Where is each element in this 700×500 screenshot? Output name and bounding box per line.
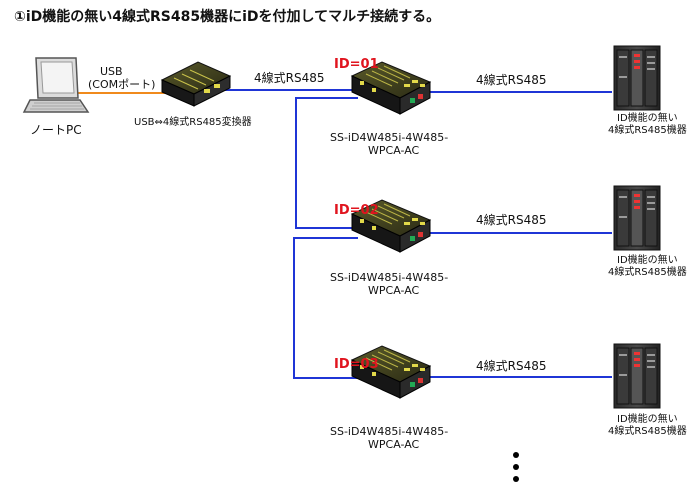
continuation-dot — [513, 452, 519, 458]
continuation-dot — [513, 476, 519, 482]
node-model-line2: WPCA-AC — [368, 284, 420, 297]
pc-label: ノートPC — [30, 123, 82, 137]
bus-segment-1-2 — [295, 97, 358, 229]
node-id-label: ID=03 — [334, 357, 379, 372]
node-model-line2: WPCA-AC — [368, 438, 420, 451]
node-model-line1: SS-iD4W485i-4W485- — [330, 131, 449, 144]
equipment-rack-3-icon — [613, 343, 661, 409]
device-label-line1: ID機能の無い — [617, 255, 678, 266]
equipment-rack-1-icon — [613, 45, 661, 111]
bus-segment-2-3 — [293, 237, 358, 379]
usb-converter-icon — [160, 61, 232, 107]
node-link-label: 4線式RS485 — [476, 359, 547, 373]
node-model-line1: SS-iD4W485i-4W485- — [330, 271, 449, 284]
device-label-line2: 4線式RS485機器 — [608, 125, 687, 136]
converter-label: USB⇔4線式RS485変換器 — [134, 117, 252, 128]
device-label-line1: ID機能の無い — [617, 113, 678, 124]
node-model-line2: WPCA-AC — [368, 144, 420, 157]
device-label-line1: ID機能の無い — [617, 414, 678, 425]
node-link-label: 4線式RS485 — [476, 213, 547, 227]
laptop-icon — [22, 57, 90, 113]
node-link-label: 4線式RS485 — [476, 73, 547, 87]
node-model-line1: SS-iD4W485i-4W485- — [330, 425, 449, 438]
trunk-label: 4線式RS485 — [254, 71, 325, 85]
node-id-label: ID=02 — [334, 203, 379, 218]
usb-com-port-label: (COMポート) — [88, 78, 156, 91]
page-title: ①iD機能の無い4線式RS485機器にiDを付加してマルチ接続する。 — [14, 9, 441, 25]
node-id-label: ID=01 — [334, 57, 379, 72]
device-label-line2: 4線式RS485機器 — [608, 426, 687, 437]
usb-label: USB — [100, 65, 123, 78]
continuation-dot — [513, 464, 519, 470]
equipment-rack-2-icon — [613, 185, 661, 251]
device-label-line2: 4線式RS485機器 — [608, 267, 687, 278]
